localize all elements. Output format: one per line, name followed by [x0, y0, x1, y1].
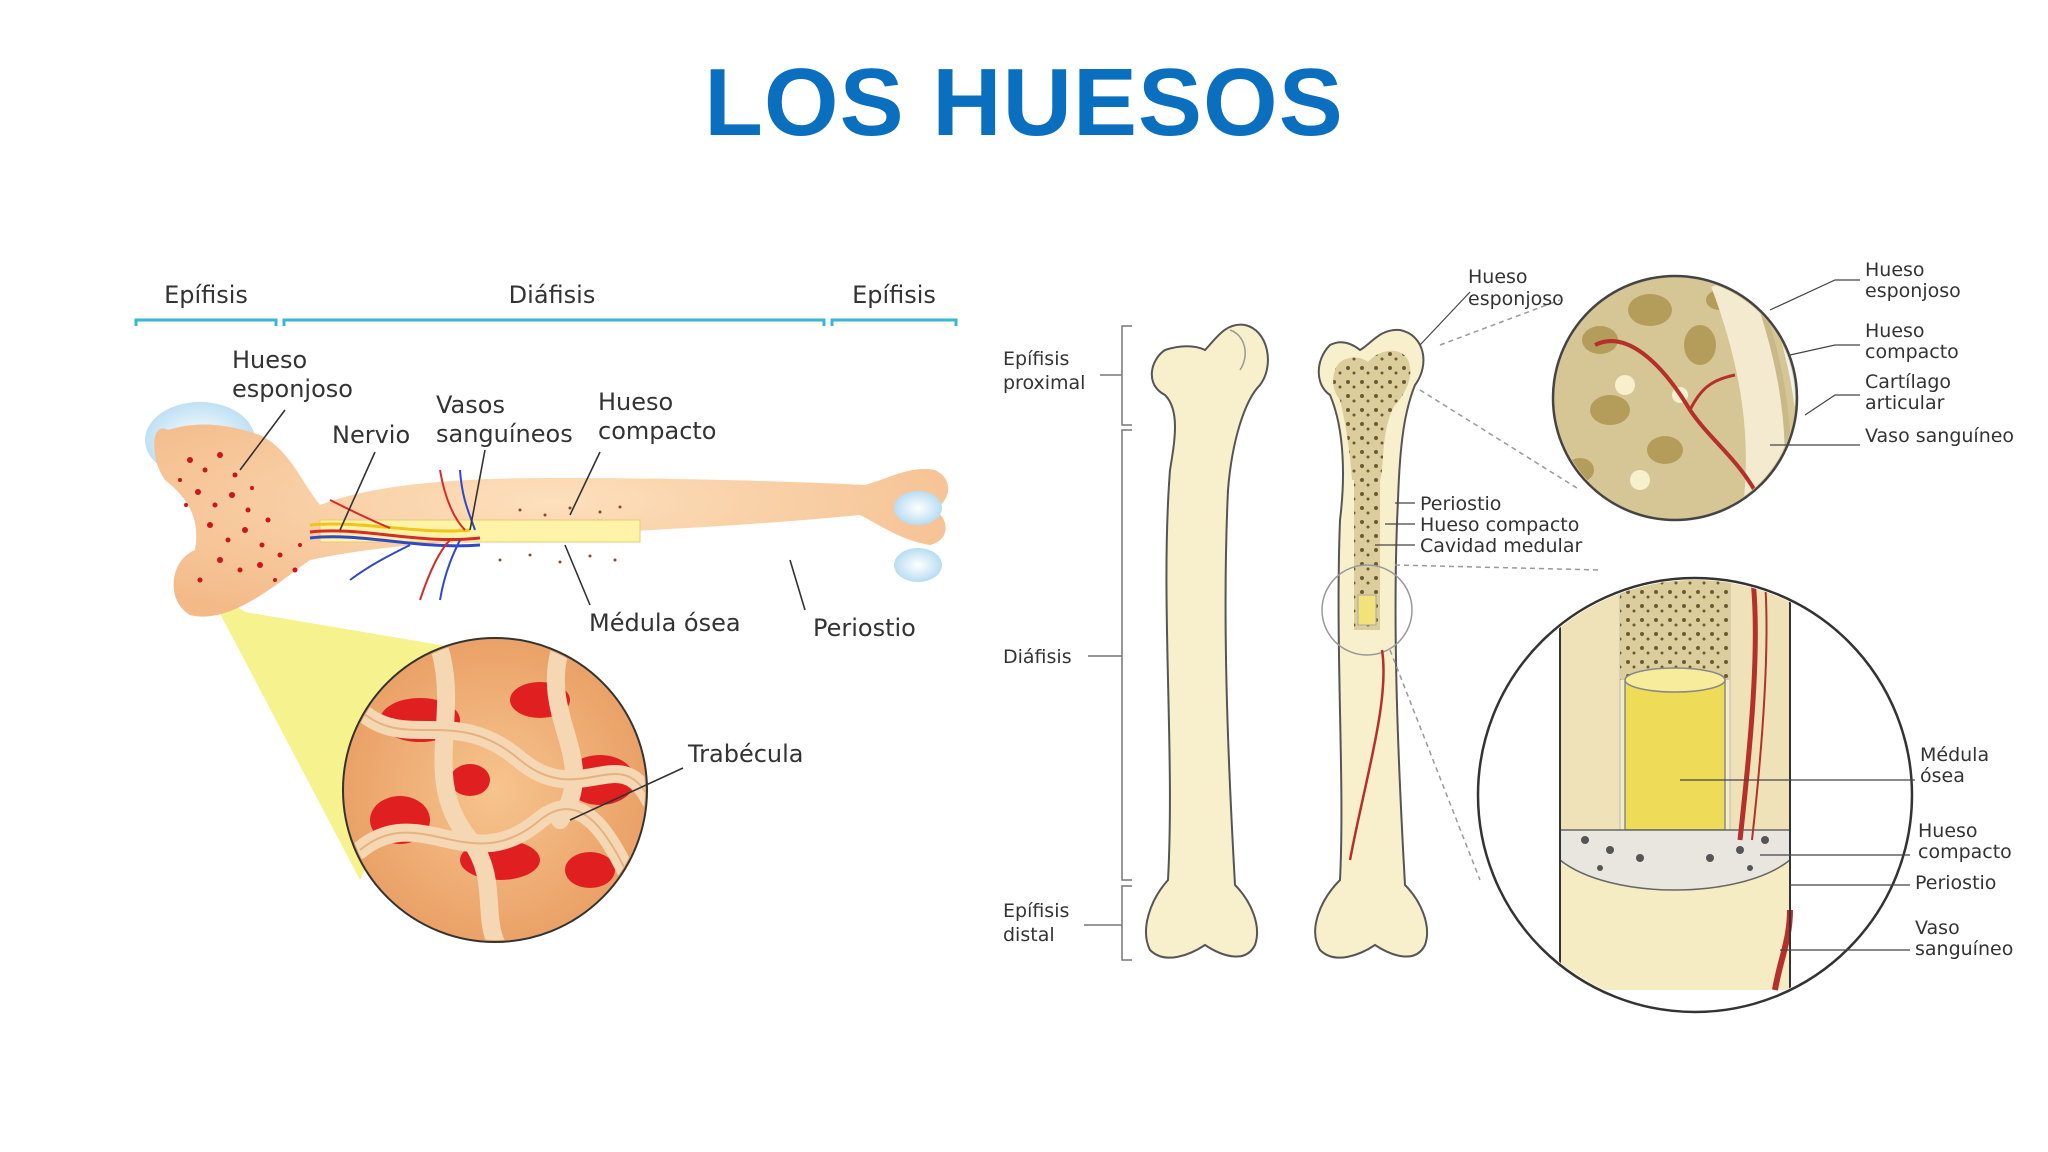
label-cavidad-medular: Cavidad medular — [1420, 535, 1582, 557]
zoom-connectors — [1389, 299, 1601, 881]
trabecula-zoom — [342, 637, 648, 943]
label-nervio: Nervio — [332, 421, 410, 449]
label-hueso-compacto-section: Hueso compacto — [1420, 514, 1579, 536]
label-diafisis-left: Diáfisis — [509, 281, 596, 309]
label-hueso-compacto-bottom: Hueso compacto — [1918, 820, 2012, 863]
femur-exterior — [1145, 323, 1269, 959]
magnifier-cone — [205, 585, 470, 880]
label-medula-osea-right: Médula ósea — [1920, 744, 1995, 787]
region-brackets — [134, 318, 958, 326]
label-epifisis-left: Epífisis — [164, 281, 248, 309]
label-vaso-sanguineo-zoom: Vaso sanguíneo — [1865, 425, 2014, 447]
label-epifisis-proximal: Epífisis proximal — [1003, 348, 1085, 394]
long-bone — [145, 402, 949, 617]
label-vaso-sanguineo-bottom: Vaso sanguíneo — [1915, 917, 2013, 960]
label-cartilago-articular: Cartílago articular — [1865, 371, 1957, 414]
label-hueso-esponjoso-left: Hueso esponjoso — [232, 346, 353, 403]
label-hueso-compacto-left: Hueso compacto — [598, 388, 717, 445]
label-periostio-left: Periostio — [813, 614, 916, 642]
label-epifisis-distal: Epífisis distal — [1003, 900, 1075, 946]
femur-section — [1314, 328, 1429, 959]
label-trabecula: Trabécula — [687, 740, 804, 768]
label-hueso-esponjoso-zoom: Hueso esponjoso — [1865, 259, 1961, 302]
label-medula-osea-left: Médula ósea — [589, 609, 741, 637]
label-periostio-bottom: Periostio — [1915, 872, 1996, 894]
right-leader-lines — [1375, 279, 1915, 951]
label-diafisis-right: Diáfisis — [1003, 646, 1072, 668]
slide-title: LOS HUESOS — [704, 49, 1344, 156]
compact-bone-dots — [498, 505, 622, 564]
femur-head-shade — [1229, 329, 1246, 371]
label-vasos-sanguineos: Vasos sanguíneos — [436, 391, 573, 448]
top-zoom-circle — [1551, 274, 1799, 522]
label-hueso-compacto-zoom: Hueso compacto — [1865, 320, 1959, 363]
label-hueso-esponjoso-section: Hueso esponjoso — [1468, 266, 1564, 310]
bottom-zoom-circle — [1476, 576, 1914, 1014]
spongy-bone-dots — [178, 452, 302, 583]
femur-brackets — [1084, 325, 1132, 961]
label-epifisis-right: Epífisis — [852, 281, 936, 309]
distal-cartilage-bottom — [894, 548, 942, 582]
distal-cartilage-top — [894, 491, 942, 525]
left-leader-lines — [239, 409, 806, 821]
nerve-and-vessels — [309, 469, 481, 601]
label-periostio-section: Periostio — [1420, 493, 1501, 515]
